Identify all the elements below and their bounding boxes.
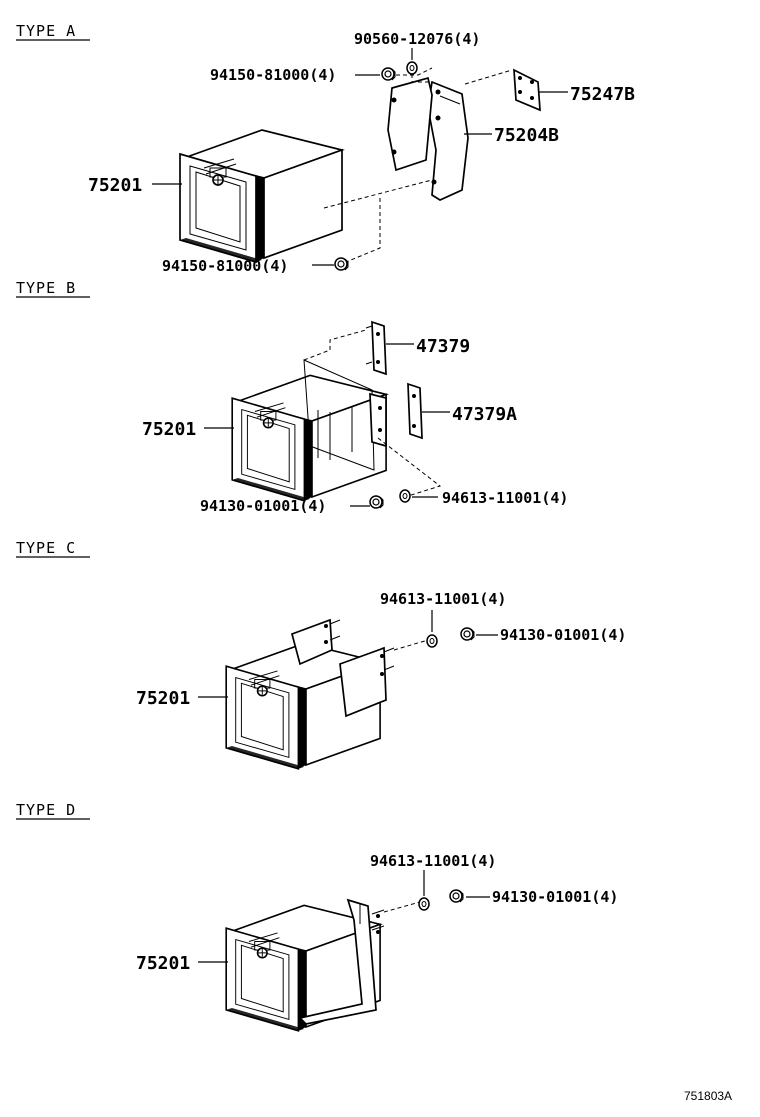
type-b-washer-icon <box>399 489 411 503</box>
type-a-bracket-plate-drawing <box>387 76 433 172</box>
type-a-bracket-75204b-drawing <box>427 80 469 201</box>
label-b-75201: 75201 <box>142 419 196 440</box>
type-c-washer-icon <box>426 634 438 648</box>
label-b-47379: 47379 <box>416 336 470 357</box>
label-d-94130-01001: 94130-01001(4) <box>492 888 618 906</box>
type-a-box-drawing <box>179 129 343 263</box>
label-a-75204b: 75204B <box>494 125 559 146</box>
type-c-nut-icon <box>460 627 475 641</box>
label-b-94613-11001: 94613-11001(4) <box>442 489 568 507</box>
section-title-type-c: TYPE C <box>16 539 76 557</box>
section-title-type-d: TYPE D <box>16 801 76 819</box>
label-c-94613-11001: 94613-11001(4) <box>380 590 506 608</box>
label-b-94130-01001: 94130-01001(4) <box>200 497 326 515</box>
type-a-nut-top-icon <box>381 67 396 81</box>
type-d-assembly: 94613-11001(4) 94130-01001(4) 75201 <box>136 852 618 1032</box>
figure-reference: 751803A <box>684 1089 732 1103</box>
section-title-type-b: TYPE B <box>16 279 76 297</box>
label-a-75247b: 75247B <box>570 84 635 105</box>
label-d-94613-11001: 94613-11001(4) <box>370 852 496 870</box>
type-a-plate-75247b-drawing <box>513 68 541 112</box>
label-a-94150-81000-top: 94150-81000(4) <box>210 66 336 84</box>
type-b-nut-icon <box>369 495 384 509</box>
section-title-type-a: TYPE A <box>16 22 76 40</box>
label-c-75201: 75201 <box>136 688 190 709</box>
label-a-94150-81000-bottom: 94150-81000(4) <box>162 257 288 275</box>
label-b-47379a: 47379A <box>452 404 517 425</box>
type-d-nut-icon <box>449 889 464 903</box>
label-a-75201: 75201 <box>88 175 142 196</box>
type-a-nut-bottom-icon <box>334 257 349 271</box>
label-c-94130-01001: 94130-01001(4) <box>500 626 626 644</box>
type-c-assembly: 94613-11001(4) 94130-01001(4) 75201 <box>136 590 626 770</box>
type-b-plate-47379-drawing <box>371 320 387 376</box>
label-d-75201: 75201 <box>136 953 190 974</box>
type-d-washer-icon <box>418 897 430 911</box>
label-a-90560-12076: 90560-12076(4) <box>354 30 480 48</box>
type-b-assembly: 47379 47379A 75201 94130-01001(4) 94613-… <box>142 320 568 515</box>
type-b-plate-47379a-drawing <box>407 382 423 440</box>
type-a-washer-icon <box>406 61 418 75</box>
type-a-assembly: 90560-12076(4) 94150-81000(4) 75247B 752… <box>88 30 635 275</box>
